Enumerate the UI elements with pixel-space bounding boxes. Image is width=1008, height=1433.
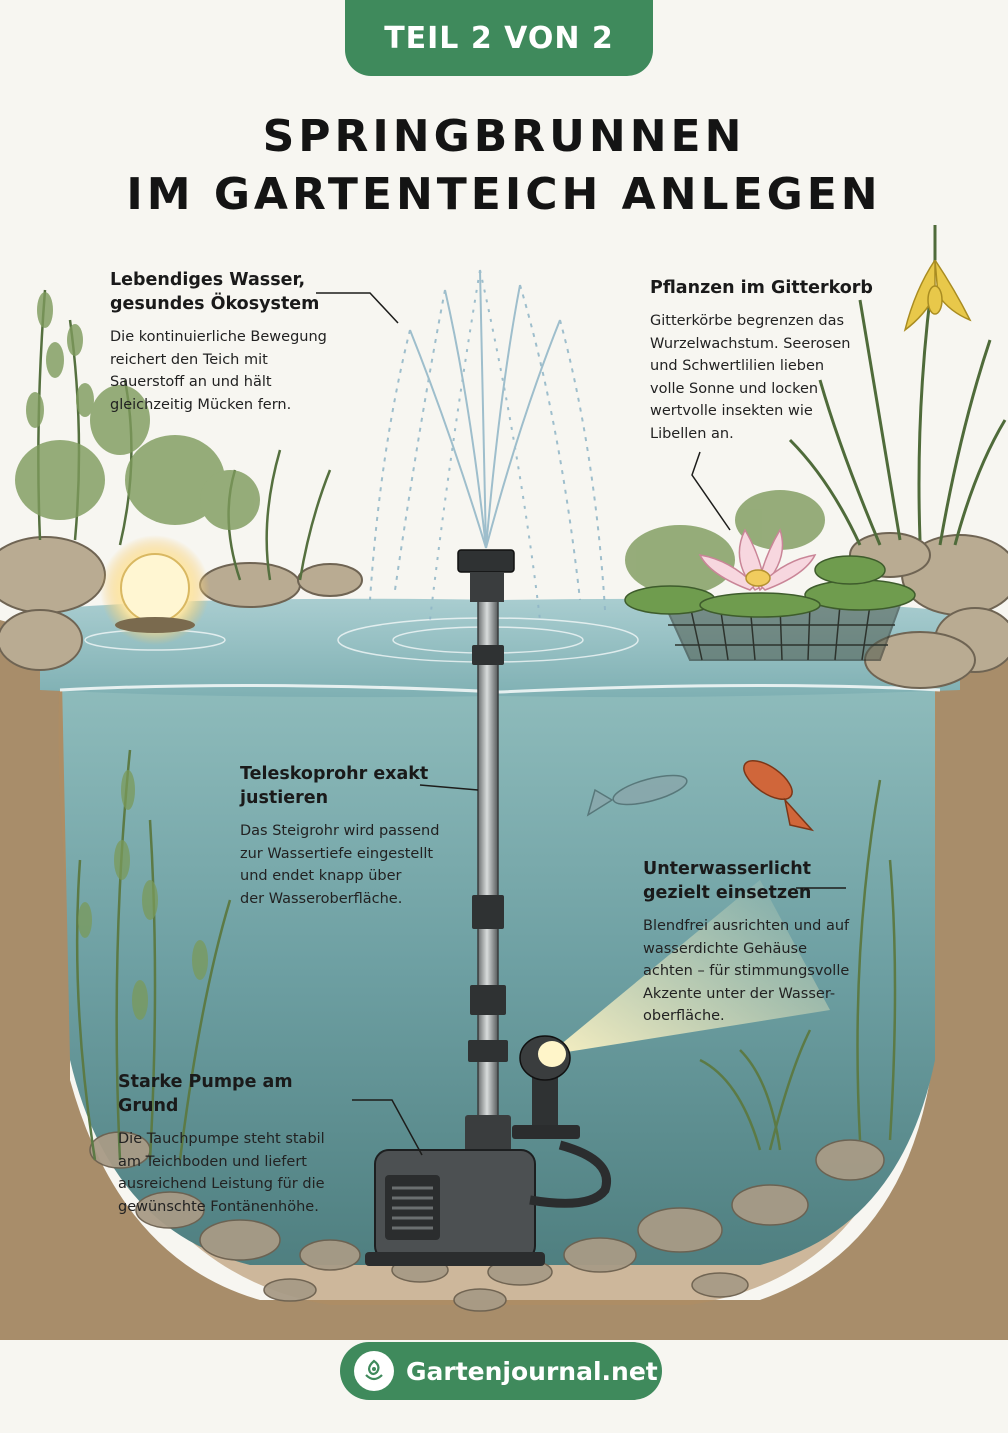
footer-brand[interactable]: Gartenjournal.net [340,1342,662,1400]
grey-fish [586,774,688,817]
bank-rocks [0,532,1008,689]
callout-plants-body: Gitterkörbe begrenzen das Wurzelwachstum… [650,313,851,442]
part-badge: TEIL 2 VON 2 [345,0,653,76]
part-badge-text: TEIL 2 VON 2 [384,20,614,56]
page-title-line1: SPRINGBRUNNEN [262,111,746,162]
underwater-plants-right [699,779,897,1151]
garden-light-orb [120,553,190,623]
callout-telescope: Teleskoprohr exakt justieren Das Steigro… [240,762,470,910]
underwater-spotlight [512,1035,580,1139]
iris-leaves [788,259,1007,546]
leaf-logo-icon [354,1351,394,1391]
callout-telescope-body: Das Steigrohr wird passend zur Wassertie… [240,823,440,907]
pebble-floor [89,1131,885,1312]
iris-flower [903,257,972,332]
light-beam [548,880,830,1055]
callout-ecosystem-heading: Lebendiges Wasser, gesundes Ökosystem [110,270,320,314]
callout-ecosystem-body: Die kontinuierliche Bewegung reichert de… [110,329,327,413]
lily-basket [624,555,916,661]
telescopic-pipe [457,549,515,1160]
callout-pump: Starke Pumpe am Grund Die Tauchpumpe ste… [118,1070,358,1218]
page-title-line2: IM GARTENTEICH ANLEGEN [126,169,882,220]
callout-ecosystem: Lebendiges Wasser, gesundes Ökosystem Di… [110,268,370,416]
footer-site-name: Gartenjournal.net [406,1356,658,1386]
callout-telescope-heading: Teleskoprohr exakt justieren [240,764,429,808]
callout-pump-heading: Starke Pumpe am Grund [118,1072,293,1116]
callout-light-body: Blendfrei ausrichten und auf wasserdicht… [643,918,850,1024]
callout-light: Unterwasserlicht gezielt einsetzen Blend… [643,857,853,1028]
callout-lines [316,292,846,1156]
fountain-spray [369,269,606,621]
callout-pump-body: Die Tauchpumpe steht stabil am Teichbode… [118,1131,325,1215]
koi-fish [743,759,815,832]
callout-light-heading: Unterwasserlicht gezielt einsetzen [643,859,812,903]
callout-plants-heading: Pflanzen im Gitterkorb [650,278,873,298]
water-lily-flower [698,528,817,592]
callout-plants: Pflanzen im Gitterkorb Gitterkörbe begre… [650,276,880,445]
submersible-pump [365,1149,545,1266]
soil-bank [0,620,1008,1340]
